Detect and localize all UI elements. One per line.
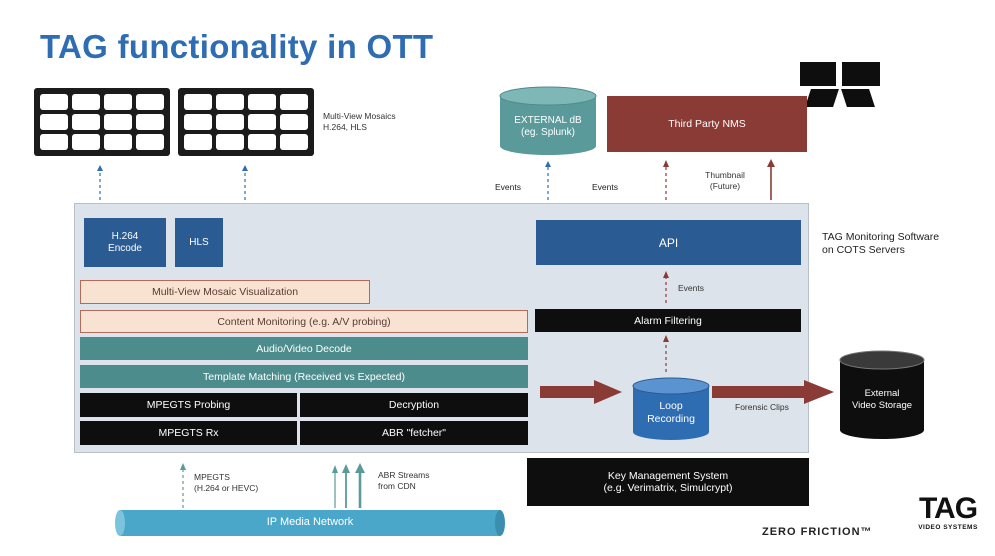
mosaic-screen-1 [34, 88, 170, 156]
alarm-filtering-box: Alarm Filtering [535, 309, 801, 332]
hls-box: HLS [175, 218, 223, 267]
mpegts-probing-box: MPEGTS Probing [80, 393, 297, 417]
arrow-encode-to-mosaic [97, 165, 103, 200]
arrow-api-to-nms [663, 160, 669, 200]
ip-network-label: IP Media Network [266, 516, 354, 528]
external-storage-label: External Video Storage [851, 388, 913, 411]
arrow-api-to-db [545, 161, 551, 200]
external-storage-cylinder [839, 350, 925, 439]
multiview-visualization-box: Multi-View Mosaic Visualization [80, 280, 370, 304]
slide-title: TAG functionality in OTT [40, 28, 434, 65]
arrow-loop-to-alarm [663, 335, 669, 372]
decryption-box: Decryption [300, 393, 528, 417]
external-db-label: EXTERNAL dB (eg. Splunk) [514, 115, 582, 138]
loop-recording-label: Loop Recording [647, 400, 695, 425]
mosaic-label: Multi-View Mosaics H.264, HLS [323, 111, 396, 132]
abr-streams-label: ABR Streams from CDN [378, 470, 430, 491]
monitors-icon [800, 62, 882, 112]
template-matching-box: Template Matching (Received vs Expected) [80, 365, 528, 388]
loop-recording-cylinder [632, 377, 710, 440]
arrow-mpegts-input [180, 463, 186, 508]
zero-friction-tagline: ZERO FRICTION™ [762, 526, 873, 538]
events-label-db: Events [495, 182, 521, 192]
events-label-nms: Events [592, 182, 618, 192]
forensic-clips-label: Forensic Clips [735, 402, 789, 412]
mpegts-rx-box: MPEGTS Rx [80, 421, 297, 445]
content-monitoring-box: Content Monitoring (e.g. A/V probing) [80, 310, 528, 333]
monitoring-label: TAG Monitoring Software on COTS Servers [822, 231, 940, 256]
key-management-box: Key Management System(e.g. Verimatrix, S… [527, 458, 809, 506]
events-label-api: Events [678, 283, 704, 293]
arrow-thumbnail-to-nms [767, 159, 775, 200]
thumbnail-label: Thumbnail (Future) [705, 170, 745, 191]
mosaic-screen-2 [178, 88, 314, 156]
tag-logo: TAG VIDEO SYSTEMS [918, 492, 978, 532]
mpegts-input-label: MPEGTS (H.264 or HEVC) [194, 472, 259, 493]
abr-fetcher-box: ABR "fetcher" [300, 421, 528, 445]
arrow-hls-to-mosaic [242, 165, 248, 200]
third-party-nms: Third Party NMS [607, 96, 807, 152]
api-box: API [536, 220, 801, 265]
external-db-cylinder [499, 86, 597, 155]
arrow-abr-streams [332, 463, 365, 508]
arrow-alarm-to-api [663, 271, 669, 303]
av-decode-box: Audio/Video Decode [80, 337, 528, 360]
arrow-decode-to-loop [540, 380, 622, 404]
arrow-loop-to-storage [712, 380, 834, 404]
ip-network-pipe [115, 510, 505, 536]
